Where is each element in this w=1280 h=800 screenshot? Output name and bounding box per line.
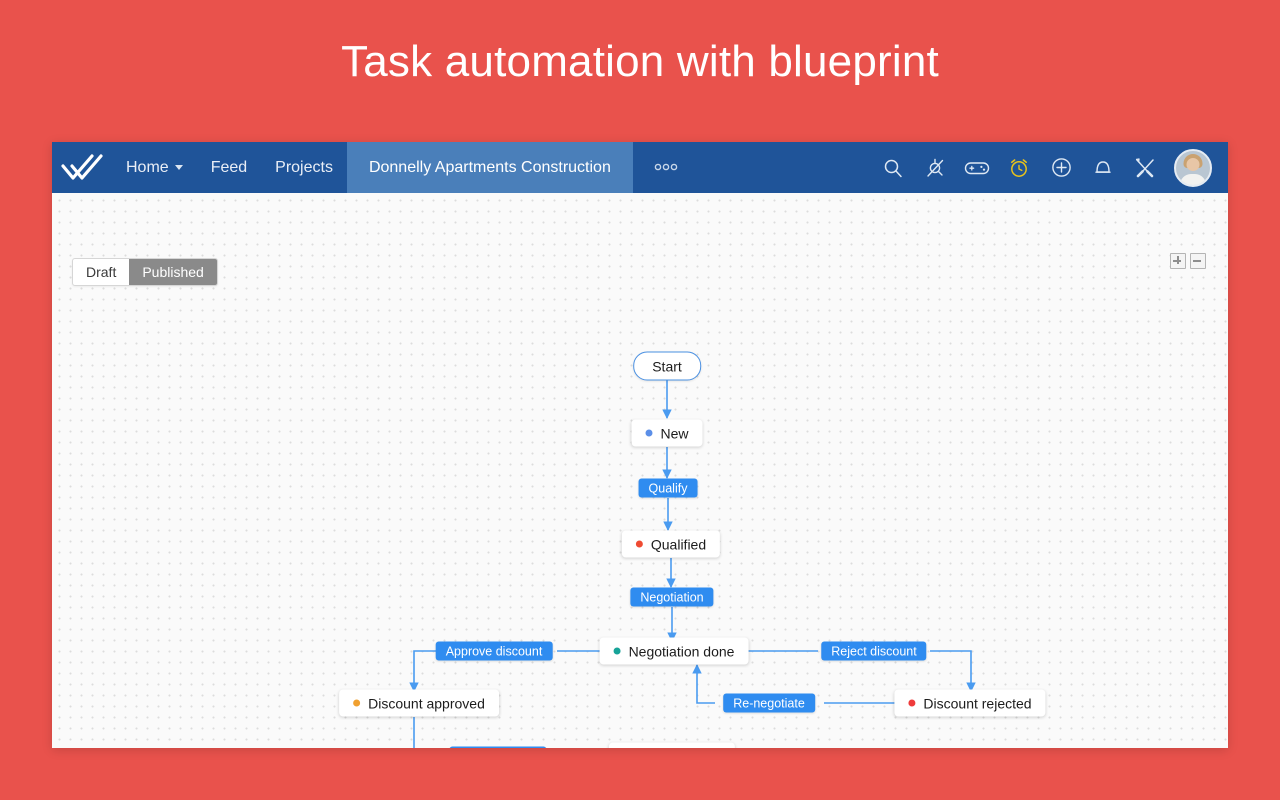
app-window: Home Feed Projects Donnelly Apartments C… bbox=[52, 142, 1228, 748]
nav-item-home[interactable]: Home bbox=[112, 142, 197, 193]
nav-item-projects[interactable]: Projects bbox=[261, 142, 347, 193]
alarm-clock-icon bbox=[1008, 157, 1030, 179]
transition-reject-discount[interactable]: Reject discount bbox=[821, 641, 927, 661]
toggle-option-published[interactable]: Published bbox=[129, 259, 217, 285]
zoom-in-button[interactable] bbox=[1170, 253, 1186, 269]
alarm-clock-button[interactable] bbox=[998, 142, 1040, 193]
node-start[interactable]: Start bbox=[633, 351, 701, 381]
node-new-label: New bbox=[660, 425, 689, 441]
toggle-option-draft-label: Draft bbox=[86, 264, 117, 280]
notifications-button[interactable] bbox=[1082, 142, 1124, 193]
ellipsis-icon bbox=[653, 160, 679, 175]
nav-item-feed-label: Feed bbox=[210, 158, 248, 176]
node-start-label: Start bbox=[652, 358, 682, 374]
node-discount-rejected-label: Discount rejected bbox=[923, 695, 1032, 711]
plus-circle-icon bbox=[1051, 157, 1072, 178]
node-discount-rejected[interactable]: Discount rejected bbox=[894, 689, 1046, 717]
node-contract-sent[interactable]: Contract sent bbox=[608, 742, 736, 748]
node-discount-approved[interactable]: Discount approved bbox=[339, 689, 499, 717]
search-icon bbox=[883, 158, 903, 178]
transition-re-negotiate-label: Re-negotiate bbox=[733, 696, 805, 710]
nav-spacer bbox=[699, 142, 872, 193]
nav-active-project-label: Donnelly Apartments Construction bbox=[368, 158, 611, 176]
search-button[interactable] bbox=[872, 142, 914, 193]
top-navigation-bar: Home Feed Projects Donnelly Apartments C… bbox=[52, 142, 1228, 193]
tools-button[interactable] bbox=[1124, 142, 1166, 193]
avatar-body bbox=[1180, 173, 1206, 185]
publish-state-toggle: Draft Published bbox=[72, 258, 218, 286]
node-negotiation-done[interactable]: Negotiation done bbox=[599, 637, 749, 665]
add-button[interactable] bbox=[1040, 142, 1082, 193]
gamepad-icon bbox=[964, 159, 990, 177]
gamepad-button[interactable] bbox=[956, 142, 998, 193]
transition-reject-discount-label: Reject discount bbox=[831, 644, 917, 658]
node-negotiation-done-label: Negotiation done bbox=[628, 643, 735, 659]
nav-item-feed[interactable]: Feed bbox=[197, 142, 261, 193]
nav-links: Home Feed Projects bbox=[112, 142, 347, 193]
status-dot bbox=[645, 429, 653, 437]
nav-item-home-label: Home bbox=[126, 158, 169, 176]
toggle-option-published-label: Published bbox=[142, 264, 204, 280]
tools-icon bbox=[1134, 157, 1156, 179]
app-logo[interactable] bbox=[52, 142, 112, 193]
transition-qualify-label: Qualify bbox=[648, 481, 688, 495]
node-qualified[interactable]: Qualified bbox=[621, 530, 721, 558]
plug-button[interactable] bbox=[914, 142, 956, 193]
nav-more-button[interactable] bbox=[633, 142, 699, 193]
nav-active-project-tab[interactable]: Donnelly Apartments Construction bbox=[346, 142, 633, 193]
connector-layer bbox=[409, 378, 976, 748]
double-check-logo-icon bbox=[61, 153, 103, 183]
chevron-down-icon bbox=[174, 165, 183, 170]
status-dot bbox=[353, 699, 361, 707]
transition-negotiation-label: Negotiation bbox=[640, 590, 704, 604]
transition-send-contract[interactable]: Send contract bbox=[449, 746, 547, 748]
blueprint-graph: Start New Qualified Negotiation done Dis… bbox=[52, 193, 1228, 748]
nav-item-projects-label: Projects bbox=[275, 158, 333, 176]
blueprint-canvas[interactable]: Draft Published bbox=[52, 193, 1228, 748]
node-discount-approved-label: Discount approved bbox=[368, 695, 485, 711]
zoom-controls bbox=[1170, 253, 1206, 269]
nav-icon-group bbox=[872, 142, 1228, 193]
transition-negotiation[interactable]: Negotiation bbox=[630, 587, 714, 607]
plug-disconnected-icon bbox=[924, 157, 946, 179]
transition-qualify[interactable]: Qualify bbox=[638, 478, 698, 498]
bell-icon bbox=[1093, 157, 1113, 178]
zoom-out-button[interactable] bbox=[1190, 253, 1206, 269]
node-qualified-label: Qualified bbox=[650, 536, 707, 552]
page-title: Task automation with blueprint bbox=[341, 37, 939, 86]
status-dot bbox=[613, 647, 621, 655]
status-dot bbox=[635, 540, 643, 548]
avatar-face bbox=[1186, 157, 1200, 171]
status-dot bbox=[908, 699, 916, 707]
node-new[interactable]: New bbox=[631, 419, 703, 447]
toggle-option-draft[interactable]: Draft bbox=[73, 259, 129, 285]
user-avatar[interactable] bbox=[1174, 148, 1212, 187]
transition-re-negotiate[interactable]: Re-negotiate bbox=[723, 693, 815, 713]
transition-approve-discount-label: Approve discount bbox=[445, 644, 543, 658]
transition-approve-discount[interactable]: Approve discount bbox=[435, 641, 553, 661]
